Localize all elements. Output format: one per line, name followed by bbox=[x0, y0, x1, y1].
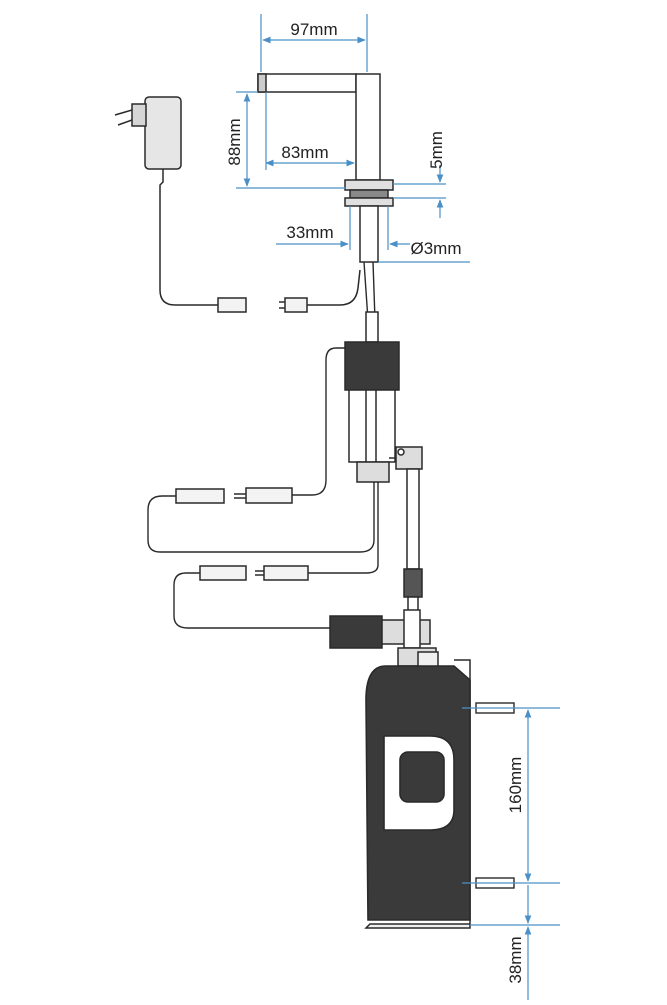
dim-flange-thickness bbox=[393, 165, 446, 218]
dim-spout-reach bbox=[260, 14, 368, 72]
adapter-connector bbox=[217, 297, 247, 313]
power-adapter bbox=[114, 96, 218, 306]
dim-flange-thickness-label: 5mm bbox=[427, 131, 446, 169]
soap-tank bbox=[365, 665, 471, 921]
control-box-cables bbox=[147, 347, 379, 629]
tank-bracket bbox=[364, 651, 471, 929]
dim-hole-diameter-label: Ø3mm bbox=[411, 239, 462, 258]
faucet-spout bbox=[257, 73, 394, 263]
dim-spout-reach-label: 97mm bbox=[290, 20, 337, 39]
dim-bottom-clearance-label: 38mm bbox=[506, 936, 525, 983]
dim-shank-width bbox=[276, 206, 410, 250]
control-box bbox=[344, 311, 400, 483]
elbow-valve bbox=[389, 446, 423, 470]
sensor-cable-connector-1 bbox=[175, 487, 293, 504]
dim-spout-inner-reach bbox=[265, 92, 355, 170]
dim-bracket-spacing bbox=[462, 707, 560, 884]
dim-spout-inner-reach-label: 83mm bbox=[281, 143, 328, 162]
faucet-tubes bbox=[363, 261, 376, 321]
dim-shank-width-label: 33mm bbox=[286, 223, 333, 242]
dim-bracket-spacing-label: 160mm bbox=[506, 757, 525, 814]
supply-tube bbox=[403, 468, 423, 612]
dim-spout-height-label: 88mm bbox=[225, 118, 244, 165]
faucet-power-connector bbox=[279, 269, 361, 313]
sensor-cable-connector-2 bbox=[199, 565, 309, 581]
dim-bottom-clearance bbox=[470, 885, 560, 1000]
dim-spout-height bbox=[236, 91, 346, 189]
